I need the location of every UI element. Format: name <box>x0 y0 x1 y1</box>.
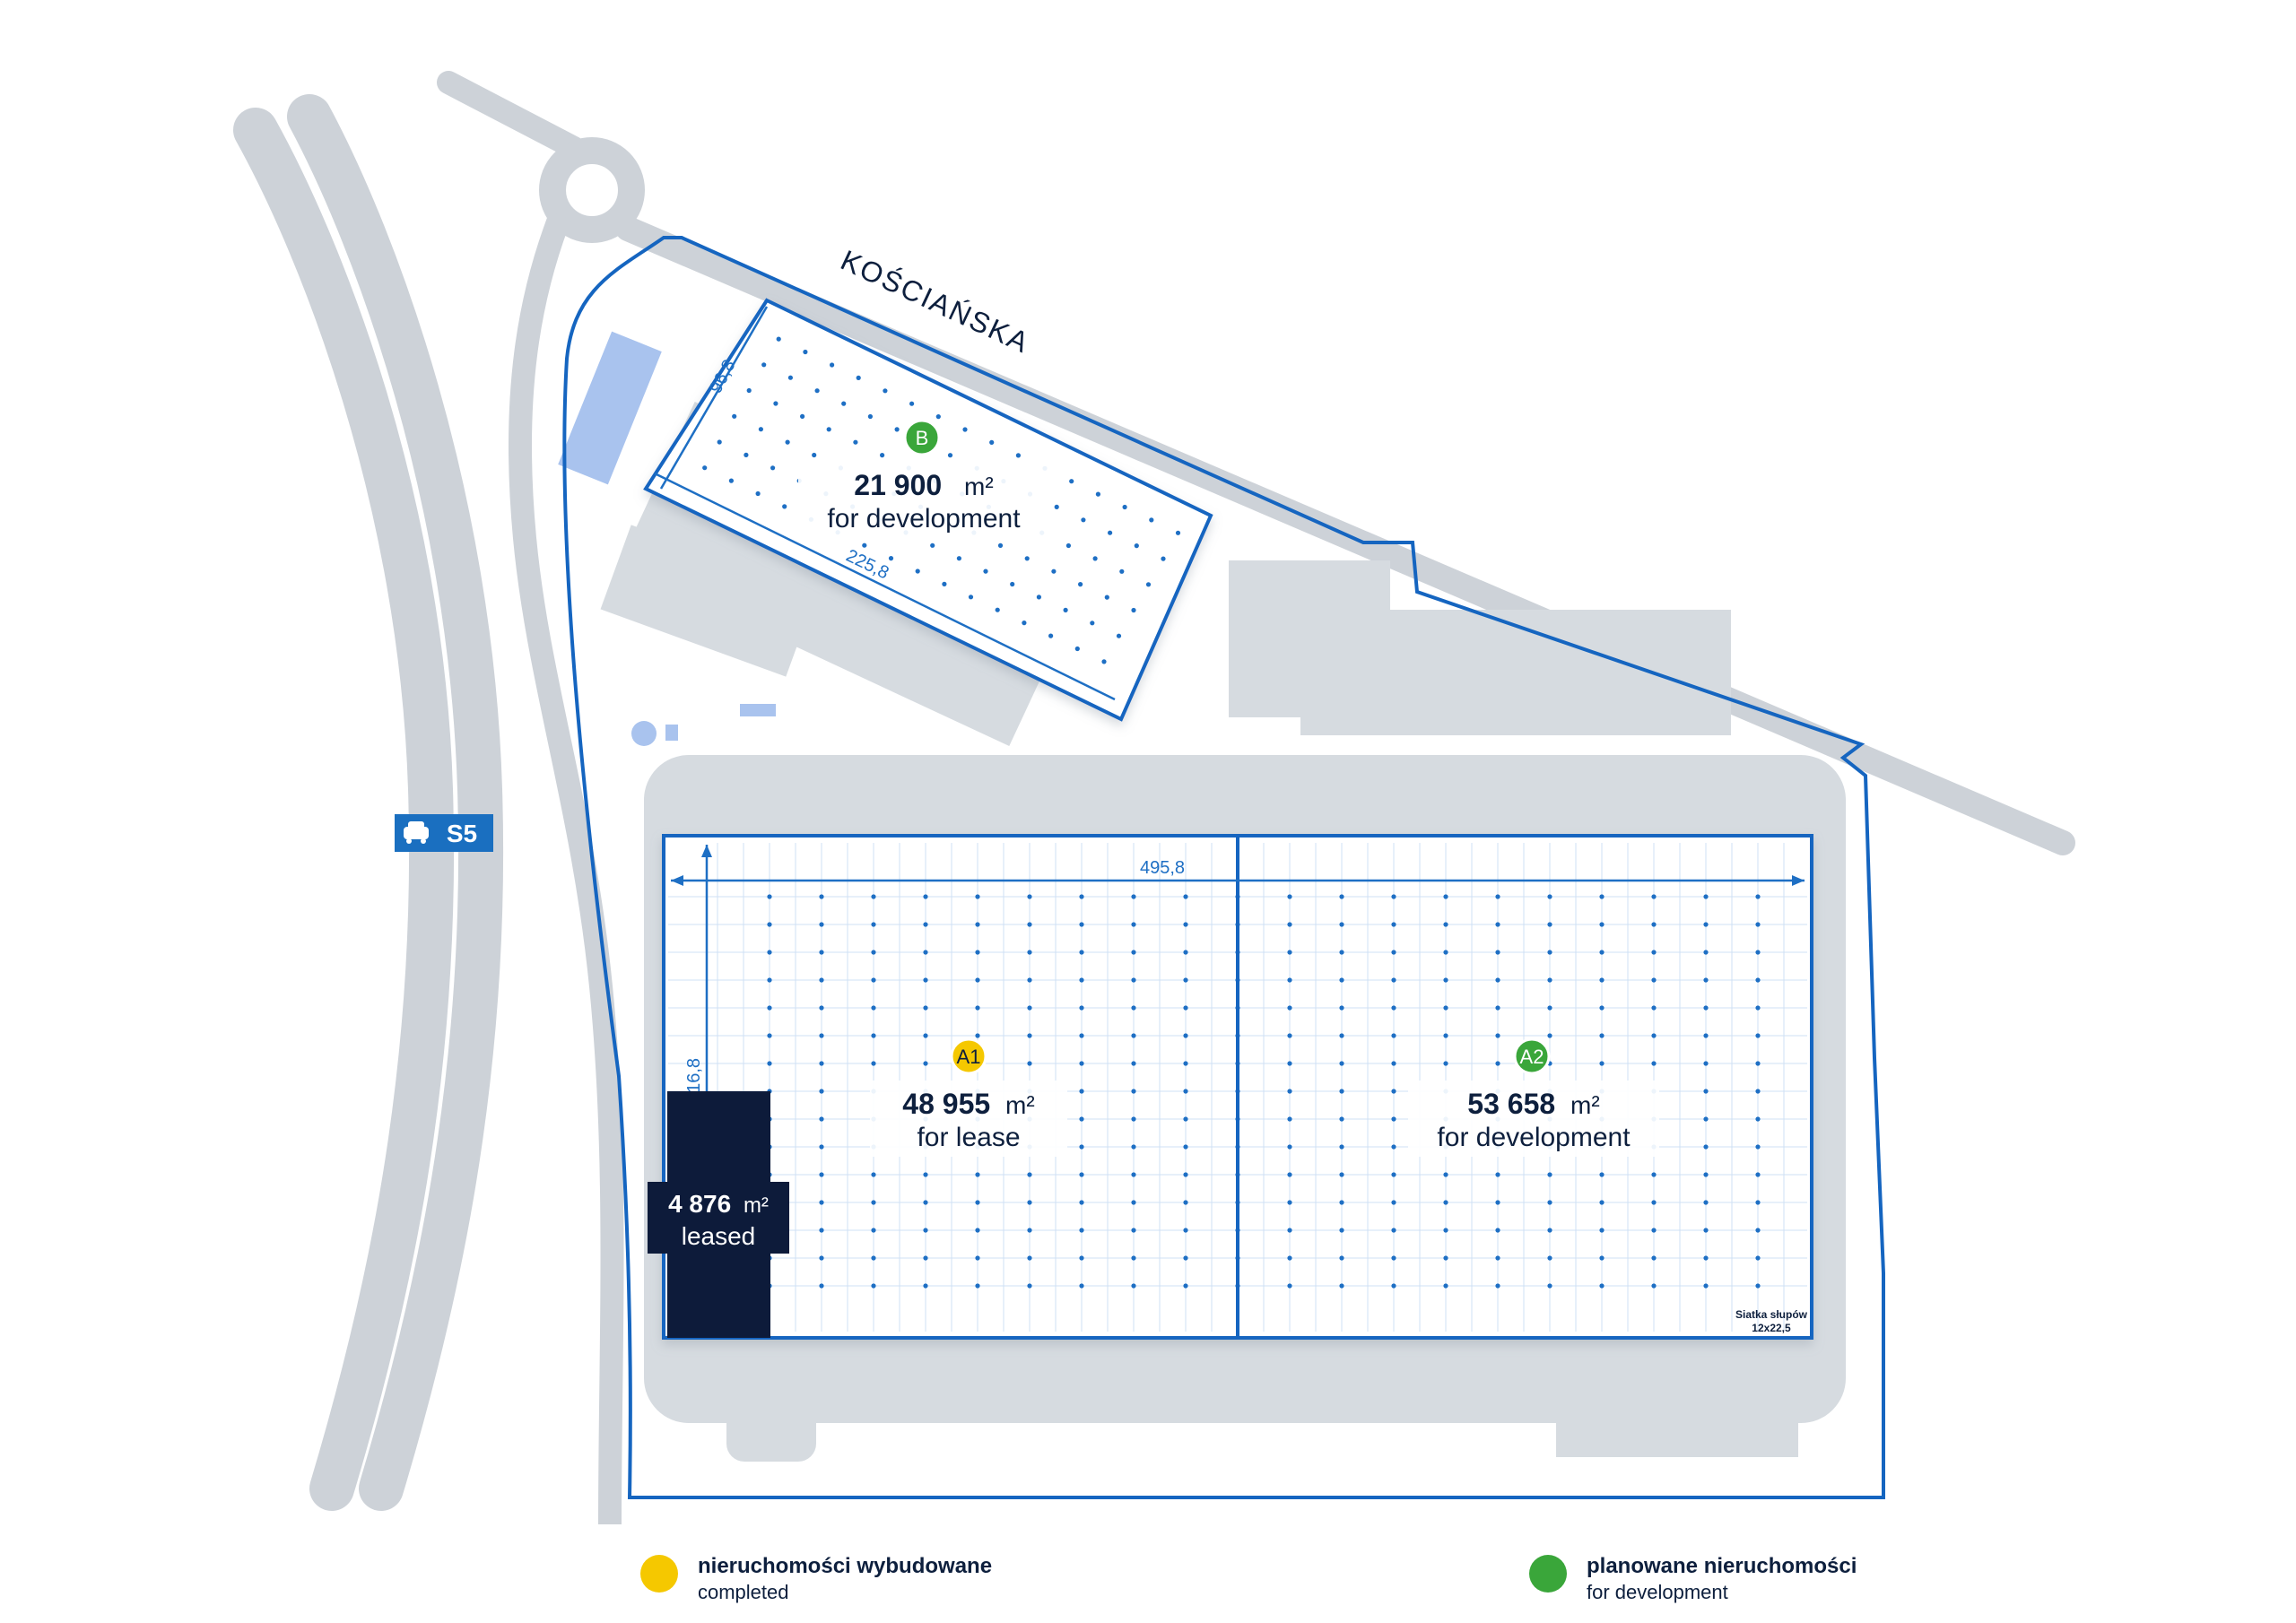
building-b-area-value: 21 900 <box>854 469 942 501</box>
legend-item-planned: planowane nieruchomości for development <box>1529 1553 1857 1605</box>
building-a1-label-bg <box>870 1081 1067 1157</box>
grid-note-line-1: Siatka słupów <box>1735 1308 1808 1321</box>
building-b-area-unit: m² <box>964 473 994 500</box>
building-a2-area-value: 53 658 <box>1467 1088 1555 1120</box>
legend-completed-title: nieruchomości wybudowane <box>698 1554 993 1578</box>
building-a-length-label: 495,8 <box>1140 858 1185 878</box>
plot-boundary <box>562 236 1885 1499</box>
completed-swatch <box>640 1555 678 1593</box>
grid-note-line-2: 12x22,5 <box>1752 1322 1791 1334</box>
building-a1-badge <box>950 1037 987 1075</box>
building-a1-area-unit: m² <box>1005 1091 1035 1119</box>
building-a1-status: for lease <box>917 1123 1020 1152</box>
building-b-badge-label: B <box>916 427 929 449</box>
building-a1-badge-label: A1 <box>957 1046 981 1068</box>
building-b-dimensions <box>654 306 1116 701</box>
s5-label: S5 <box>447 820 477 847</box>
building-a2-status: for development <box>1437 1123 1631 1152</box>
svg-text:53 658 m²: 53 658 m² <box>1467 1088 1599 1120</box>
building-b-badge <box>903 419 941 456</box>
leased-label-box <box>648 1182 789 1254</box>
svg-text:4 876 m²: 4 876 m² <box>668 1190 769 1218</box>
building-a1-area-value: 48 955 <box>902 1088 990 1120</box>
svg-text:21 900 m²: 21 900 m² <box>854 469 993 501</box>
s5-expressway <box>233 94 504 1511</box>
leased-area-value: 4 876 <box>668 1190 731 1218</box>
s5-road-sign: S5 <box>395 814 493 852</box>
leased-area-unit: m² <box>744 1193 769 1218</box>
building-b-label-bg <box>798 462 1049 538</box>
svg-text:48 955 m²: 48 955 m² <box>902 1088 1034 1120</box>
building-a2-badge-label: A2 <box>1520 1046 1544 1068</box>
building-a2-area-unit: m² <box>1570 1091 1600 1119</box>
legend-item-completed: nieruchomości wybudowane completed <box>640 1553 992 1605</box>
roundabout <box>539 137 645 243</box>
legend-planned-title: planowane nieruchomości <box>1587 1554 1857 1578</box>
legend-planned-subtitle: for development <box>1587 1581 1728 1603</box>
leased-status: leased <box>682 1222 756 1250</box>
legend-completed-subtitle: completed <box>698 1581 789 1603</box>
car-icon <box>404 821 429 844</box>
building-a2-label-bg <box>1408 1081 1659 1157</box>
planned-swatch <box>1529 1555 1567 1593</box>
building-a2-badge <box>1513 1037 1551 1075</box>
building-b-status: for development <box>827 504 1021 534</box>
